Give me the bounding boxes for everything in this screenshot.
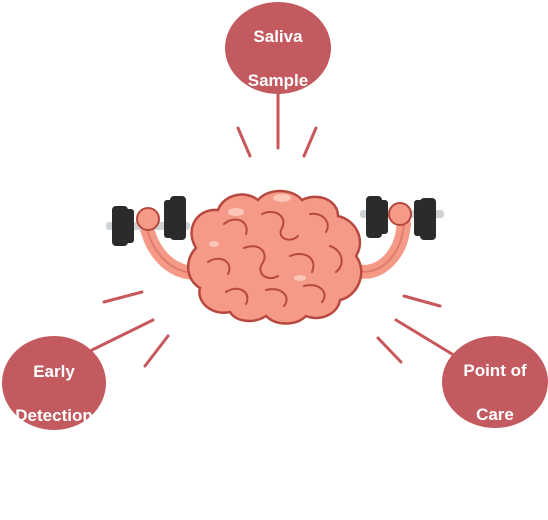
brain-fold — [309, 212, 329, 233]
node-point-of-care: Point of Care — [442, 336, 548, 428]
brain-body — [187, 189, 363, 325]
brain-highlights — [209, 194, 306, 281]
node-saliva-sample: Saliva Sample — [225, 2, 331, 94]
node-label-line: Point of — [463, 361, 527, 380]
brain-fold — [207, 257, 231, 275]
left-fist — [136, 207, 160, 231]
energy-dash — [302, 126, 318, 158]
brain-highlight — [294, 275, 306, 281]
brain-folds — [207, 210, 343, 307]
energy-dash — [102, 290, 144, 304]
brain-fold — [243, 245, 279, 280]
brain-fold — [265, 288, 288, 307]
node-label-line: Care — [476, 405, 514, 424]
brain-fold — [303, 284, 326, 303]
node-label: Saliva Sample — [248, 4, 308, 92]
right-fist — [388, 202, 412, 226]
brain-highlight — [209, 241, 219, 247]
brain-highlight — [273, 194, 291, 202]
energy-dash — [376, 336, 403, 364]
dumbbell-plate — [378, 200, 388, 234]
brain-fold — [289, 253, 315, 273]
energy-dash — [143, 334, 170, 368]
node-label: Point of Care — [463, 338, 526, 426]
energy-dash — [236, 126, 252, 158]
node-label-line: Early — [33, 362, 75, 381]
dumbbell-plate — [124, 209, 134, 243]
right-dumbbell-icon — [360, 196, 444, 240]
muscular-brain-with-dumbbells-icon — [106, 189, 444, 325]
connectors — [90, 92, 454, 356]
energy-marks — [102, 126, 442, 368]
node-label: Early Detection — [15, 339, 92, 427]
node-label-line: Saliva — [253, 27, 303, 46]
brain-fold — [223, 218, 248, 235]
brain-fold — [225, 287, 249, 305]
left-dumbbell-icon — [106, 196, 190, 246]
dumbbell-plate — [420, 198, 436, 240]
brain-fold — [261, 210, 299, 241]
node-label-line: Detection — [15, 406, 93, 425]
node-label-line: Sample — [247, 71, 309, 90]
connector-left — [90, 318, 155, 352]
dumbbell-plate — [170, 196, 186, 240]
node-early-detection: Early Detection — [2, 336, 106, 430]
connector-right — [394, 318, 454, 356]
brain-fold — [329, 245, 343, 273]
energy-dash — [402, 294, 442, 308]
brain-highlight — [228, 208, 244, 216]
